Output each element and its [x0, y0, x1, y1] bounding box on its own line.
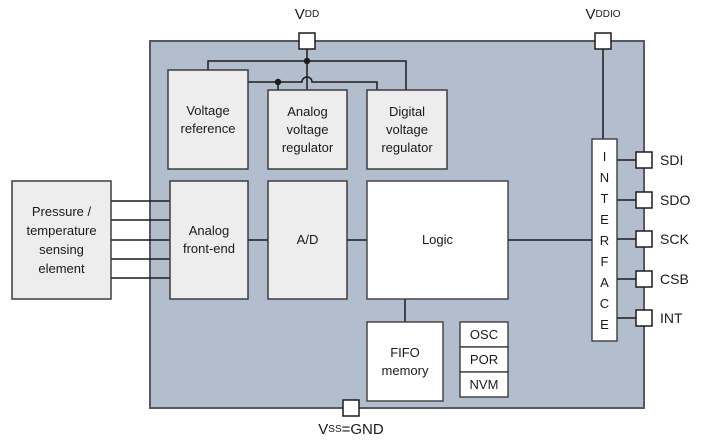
sck-pin-label: SCK: [660, 231, 689, 247]
sdi-pin-label: SDI: [660, 152, 684, 168]
vss-pin: [342, 399, 360, 417]
analog-front-end-block: [169, 180, 249, 300]
junction-dot: [303, 57, 311, 65]
vdd-pin: [298, 32, 316, 50]
pin-label-subscript: DDIO: [595, 9, 621, 20]
sdo-pin-label: SDO: [660, 192, 691, 208]
pin-label-text: V: [294, 6, 305, 23]
sdo-pin: [635, 191, 653, 209]
fifo-memory-block: [366, 321, 444, 402]
logic-block: [366, 180, 509, 300]
pin-label-text: V: [585, 6, 596, 23]
digital-voltage-regulator-block: [366, 89, 448, 170]
pin-label-subscript: DD: [304, 9, 320, 20]
pin-label-text: V: [318, 421, 329, 438]
int-pin: [635, 309, 653, 327]
analog-voltage-regulator-block: [267, 89, 348, 170]
csb-pin: [635, 270, 653, 288]
adc-block: [267, 180, 348, 300]
sensing-element-block: [11, 180, 112, 300]
reference-branch-wire: [248, 76, 378, 90]
nvm-block: [459, 371, 509, 398]
int-pin-label: INT: [660, 310, 683, 326]
osc-block: [459, 321, 509, 348]
csb-pin-label: CSB: [660, 271, 689, 287]
sck-pin: [635, 230, 653, 248]
por-block: [459, 346, 509, 373]
pin-label-text: =GND: [341, 421, 384, 438]
voltage-reference-block: [167, 69, 249, 170]
vddio-pin: [594, 32, 612, 50]
sdi-pin: [635, 151, 653, 169]
junction-dot: [274, 78, 282, 86]
interface-block: [591, 138, 618, 342]
pin-label-subscript: SS: [328, 424, 342, 435]
